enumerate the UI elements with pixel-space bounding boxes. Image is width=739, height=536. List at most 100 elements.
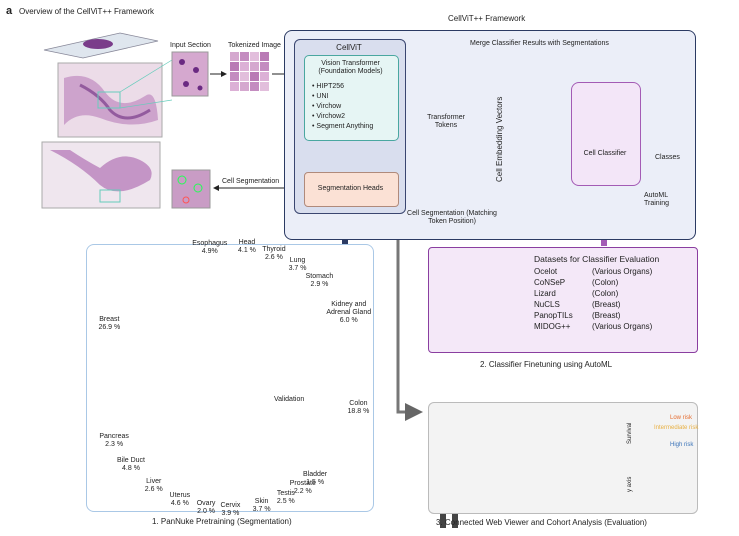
token-tile <box>250 52 259 61</box>
token-tile <box>240 72 249 81</box>
vit-model-item: • Virchow <box>312 103 342 110</box>
vit-model-name: Segment Anything <box>316 123 374 130</box>
segmentation-heads-panel <box>304 172 399 207</box>
token-tile <box>230 82 239 91</box>
tissue-name: Kidney and Adrenal Gland <box>326 301 372 317</box>
vit-model-name: Virchow <box>316 103 342 110</box>
cell-classifier-label: Cell Classifier <box>583 150 627 157</box>
dataset-name: CoNSeP <box>534 278 566 287</box>
tissue-name: Bile Duct <box>116 457 145 465</box>
dataset-row: Lizard (Colon) <box>534 288 652 299</box>
tokenized-image-label: Tokenized Image <box>228 42 281 49</box>
datasets-panel <box>428 247 698 353</box>
tissue-name: Bladder <box>303 470 328 478</box>
vit-panel <box>304 55 399 141</box>
transformer-tokens-label: Transformer Tokens <box>427 114 465 129</box>
token-tile <box>240 82 249 91</box>
slide-image <box>43 32 159 59</box>
tissue-name: Breast <box>99 316 120 324</box>
cell-seg-matching-label: Cell Segmentation (Matching Token Positi… <box>407 210 497 225</box>
tissue-percent: 1.5 % <box>306 478 325 486</box>
token-tile <box>250 82 259 91</box>
classes-label: Classes <box>655 154 680 161</box>
tissue-name: Colon <box>349 400 368 408</box>
token-tile <box>240 62 249 71</box>
vit-model-item: • Virchow2 <box>312 113 346 120</box>
dataset-organ: (Various Organs) <box>592 267 653 276</box>
token-tile <box>260 52 269 61</box>
input-section-label: Input Section <box>170 42 211 49</box>
cell-segmentation-label: Cell Segmentation <box>222 178 280 185</box>
vit-model-item: • HIPT256 <box>312 83 345 90</box>
vit-model-name: Virchow2 <box>316 113 346 120</box>
tissue-percent: 2.0 % <box>197 507 216 515</box>
dataset-name: PanopTILs <box>534 311 573 320</box>
tissue-name: Lung <box>289 256 306 264</box>
datasets-list: Ocelot(Various Organs) CoNSeP(Colon) Liz… <box>534 266 652 332</box>
tissue-name: Skin <box>254 498 269 506</box>
token-tile <box>260 72 269 81</box>
token-tile <box>250 62 259 71</box>
tissue-percent: 4.8 % <box>122 465 140 473</box>
pannuke-panel <box>86 244 374 512</box>
tissue-percent: 2.6 % <box>264 253 283 261</box>
tissue-name: Cervix <box>220 501 241 509</box>
risk-high-label: High risk <box>670 442 694 448</box>
tissue-percent: 2.5 % <box>276 497 295 505</box>
figure-label: a <box>6 5 13 17</box>
vit-model-item: • UNI <box>312 93 329 100</box>
token-tile <box>230 52 239 61</box>
token-tile <box>260 82 269 91</box>
dataset-organ: (Various Organs) <box>592 322 653 331</box>
input-section-image <box>171 51 209 97</box>
tissue-percent: 4.9% <box>201 247 218 255</box>
tissue-name: Pancreas <box>99 433 129 441</box>
tissue-percent: 4.1 % <box>238 247 256 255</box>
segmentation-heads-label: Segmentation Heads <box>317 185 384 192</box>
web-viewer-panel <box>428 402 698 514</box>
dataset-name: Lizard <box>534 289 556 298</box>
cell-classifier-panel <box>571 82 641 186</box>
tissue-percent: 2.3 % <box>105 441 124 449</box>
dataset-organ: (Breast) <box>592 300 621 309</box>
tissue-percent: 3.7 % <box>252 506 271 514</box>
tissue-name: Ovary <box>196 499 216 507</box>
viewer-caption: 3. Connected Web Viewer and Cohort Analy… <box>436 518 647 527</box>
dataset-organ: (Colon) <box>592 278 619 287</box>
tissue-percent: 2.9 % <box>310 280 329 288</box>
dataset-row: CoNSeP (Colon) <box>534 277 652 288</box>
tissue-percent: 18.8 % <box>347 408 370 416</box>
token-tile <box>260 62 269 71</box>
tissue-overview-image-bottom <box>41 141 161 209</box>
dataset-row: MIDOG++ (Various Organs) <box>534 321 652 332</box>
dataset-name: NuCLS <box>534 300 560 309</box>
datasets-title: Datasets for Classifier Evaluation <box>534 254 660 264</box>
cellvit-title: CellViT <box>336 43 362 52</box>
dataset-organ: (Breast) <box>592 311 621 320</box>
token-tile <box>230 72 239 81</box>
tissue-name: Head <box>238 239 256 247</box>
dataset-name: MIDOG++ <box>534 322 571 331</box>
datasets-caption: 2. Classifier Finetuning using AutoML <box>480 360 613 369</box>
dataset-organ: (Colon) <box>592 289 619 298</box>
tissue-name: Thyroid <box>262 245 286 253</box>
tissue-name: Esophagus <box>192 239 228 247</box>
tissue-name: Liver <box>146 477 162 485</box>
validation-label: Validation <box>274 396 305 403</box>
tissue-overview-image-top <box>57 62 163 138</box>
risk-intermediate-label: Intermediate risk <box>654 425 699 431</box>
vit-model-name: HIPT256 <box>316 83 345 90</box>
survival-axis-label: Survival <box>627 422 633 444</box>
